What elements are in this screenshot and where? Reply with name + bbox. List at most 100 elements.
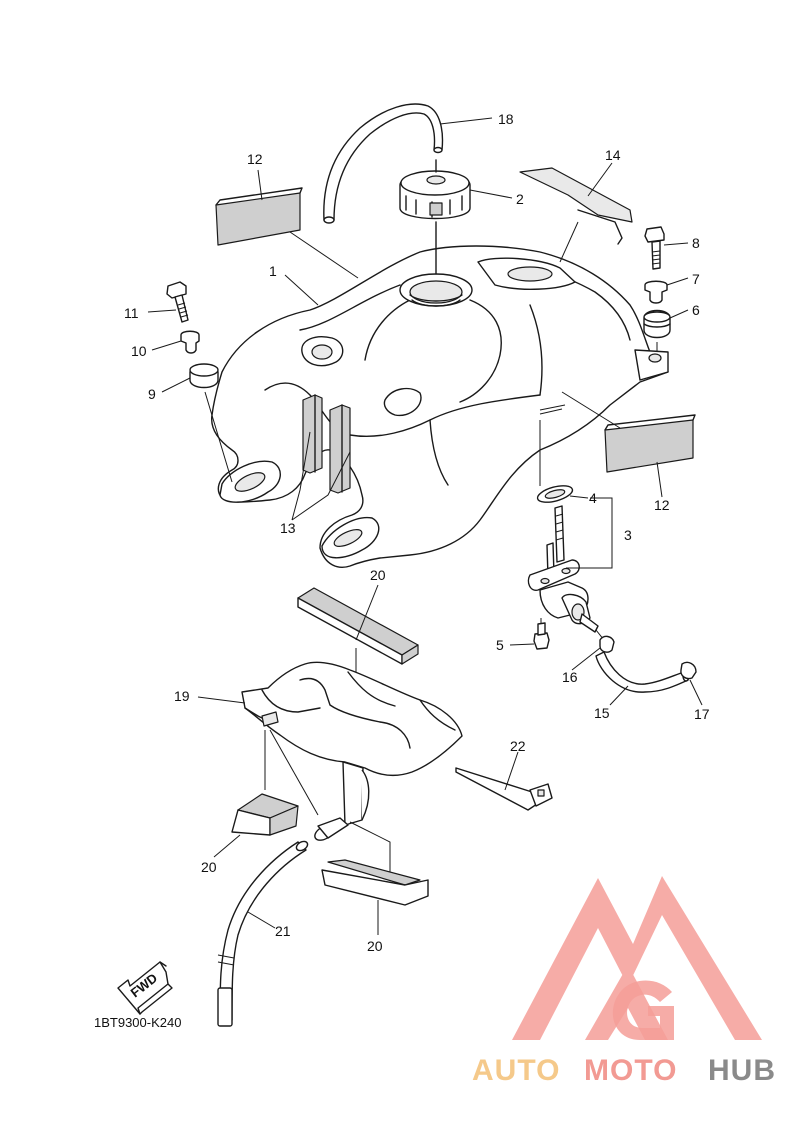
cock-strainer-mesh xyxy=(555,513,564,541)
callout-5: 5 xyxy=(496,637,504,653)
watermark-text: AUTO MOTO HUB xyxy=(472,1054,775,1087)
tank-right-tab-hole xyxy=(648,353,662,363)
filler-neck-thread-line xyxy=(409,294,463,302)
breather-hose xyxy=(323,103,444,224)
callout-numbers: 1 2 3 4 5 6 7 8 9 10 11 12 12 13 14 15 1… xyxy=(124,111,710,954)
collar-10 xyxy=(180,330,200,354)
leader-lines xyxy=(147,117,703,935)
leader-14 xyxy=(559,162,613,263)
foam-block-end xyxy=(401,644,419,665)
drain-hose-end xyxy=(295,840,309,852)
leader-10 xyxy=(151,340,182,351)
callout-20-left: 20 xyxy=(201,859,217,875)
callout-1: 1 xyxy=(269,263,277,279)
callout-4: 4 xyxy=(589,490,597,506)
tank-ridge-line xyxy=(529,304,543,396)
grommet-6-groove xyxy=(643,323,671,328)
callout-12-left: 12 xyxy=(247,151,263,167)
foam-block-top xyxy=(297,587,419,656)
leader-22 xyxy=(504,751,519,791)
fwd-arrow-icon xyxy=(117,961,169,1015)
fuel-cap xyxy=(399,159,471,275)
leader-2 xyxy=(469,189,513,199)
leader-18 xyxy=(439,117,493,125)
leader-8 xyxy=(663,242,689,246)
callout-20-top: 20 xyxy=(370,567,386,583)
drain-hose-lower xyxy=(217,987,233,1027)
foam-pieces-lower xyxy=(231,793,429,906)
cover-ridge xyxy=(261,689,321,713)
leader-6 xyxy=(669,309,689,319)
callout-20-bottom: 20 xyxy=(367,938,383,954)
tank-rear-pad-recess xyxy=(507,266,553,282)
foam-block-upper xyxy=(297,587,419,686)
callout-8: 8 xyxy=(692,235,700,251)
callout-14: 14 xyxy=(605,147,621,163)
cover-ridge xyxy=(299,677,381,723)
breather-hose-end xyxy=(323,216,335,224)
tank-ridge-line xyxy=(364,299,411,361)
callout-18: 18 xyxy=(498,111,514,127)
bolt-11-thread xyxy=(177,302,189,318)
clamp-17 xyxy=(680,661,697,680)
fuel-tank-body xyxy=(211,245,669,568)
watermark-word-auto: AUTO xyxy=(472,1054,560,1087)
foam-piece-right-top xyxy=(327,859,421,886)
screw-5-head xyxy=(533,632,550,650)
cover-clip xyxy=(261,711,279,727)
rear-strip xyxy=(519,167,633,223)
bolt-11-head xyxy=(166,281,187,299)
damper-pads xyxy=(302,394,351,494)
leader-9 xyxy=(161,377,191,393)
leader-7 xyxy=(666,277,689,286)
filler-neck-thread-line xyxy=(411,299,461,307)
bolt-8-head xyxy=(644,226,665,243)
callout-9: 9 xyxy=(148,386,156,402)
drain-hose-21 xyxy=(217,840,309,1027)
tank-mount-hole-inner xyxy=(311,344,333,360)
mount-axis-left xyxy=(204,391,233,483)
callout-2: 2 xyxy=(516,191,524,207)
fuel-cock-assembly xyxy=(527,420,697,693)
cover-pipe xyxy=(317,817,349,839)
cover-axis xyxy=(269,729,319,816)
damper-pad xyxy=(302,394,323,474)
leader-11 xyxy=(147,309,177,313)
band-22 xyxy=(455,767,553,811)
cover-body xyxy=(241,661,463,777)
fwd-arrow-depth xyxy=(139,961,173,1015)
foam-piece-left-side xyxy=(269,805,299,836)
leader-20b xyxy=(213,834,241,858)
fuel-tank xyxy=(211,245,669,568)
callout-6: 6 xyxy=(692,302,700,318)
gasket-4-slot xyxy=(544,489,566,499)
collar-7 xyxy=(644,280,668,304)
callout-15: 15 xyxy=(594,705,610,721)
grommet-6-top xyxy=(643,311,671,323)
cover-ridge xyxy=(419,699,456,731)
callout-19: 19 xyxy=(174,688,190,704)
leader-12b xyxy=(561,391,663,498)
tank-cover-19 xyxy=(241,661,463,880)
callout-10: 10 xyxy=(131,343,147,359)
fwd-arrow: FWD xyxy=(117,961,173,1015)
bolt-8-thread xyxy=(651,250,661,265)
drain-hose-gap xyxy=(217,954,235,966)
cock-mount-marks xyxy=(539,404,566,415)
foam-piece-right-front xyxy=(321,869,429,906)
watermark-logo xyxy=(512,876,762,1040)
leader-15 xyxy=(609,685,629,706)
cock-flange-hole xyxy=(540,577,550,585)
right-mount-hardware xyxy=(643,226,671,352)
leader-13 xyxy=(291,431,351,521)
tank-center-tab-slot xyxy=(333,529,363,547)
tank-ridge-line xyxy=(459,299,502,403)
callout-7: 7 xyxy=(692,271,700,287)
callout-22: 22 xyxy=(510,738,526,754)
screw-5-shank xyxy=(537,622,546,636)
cover-ridge xyxy=(347,671,396,707)
pad-left xyxy=(215,192,301,246)
leader-3 xyxy=(566,497,613,569)
